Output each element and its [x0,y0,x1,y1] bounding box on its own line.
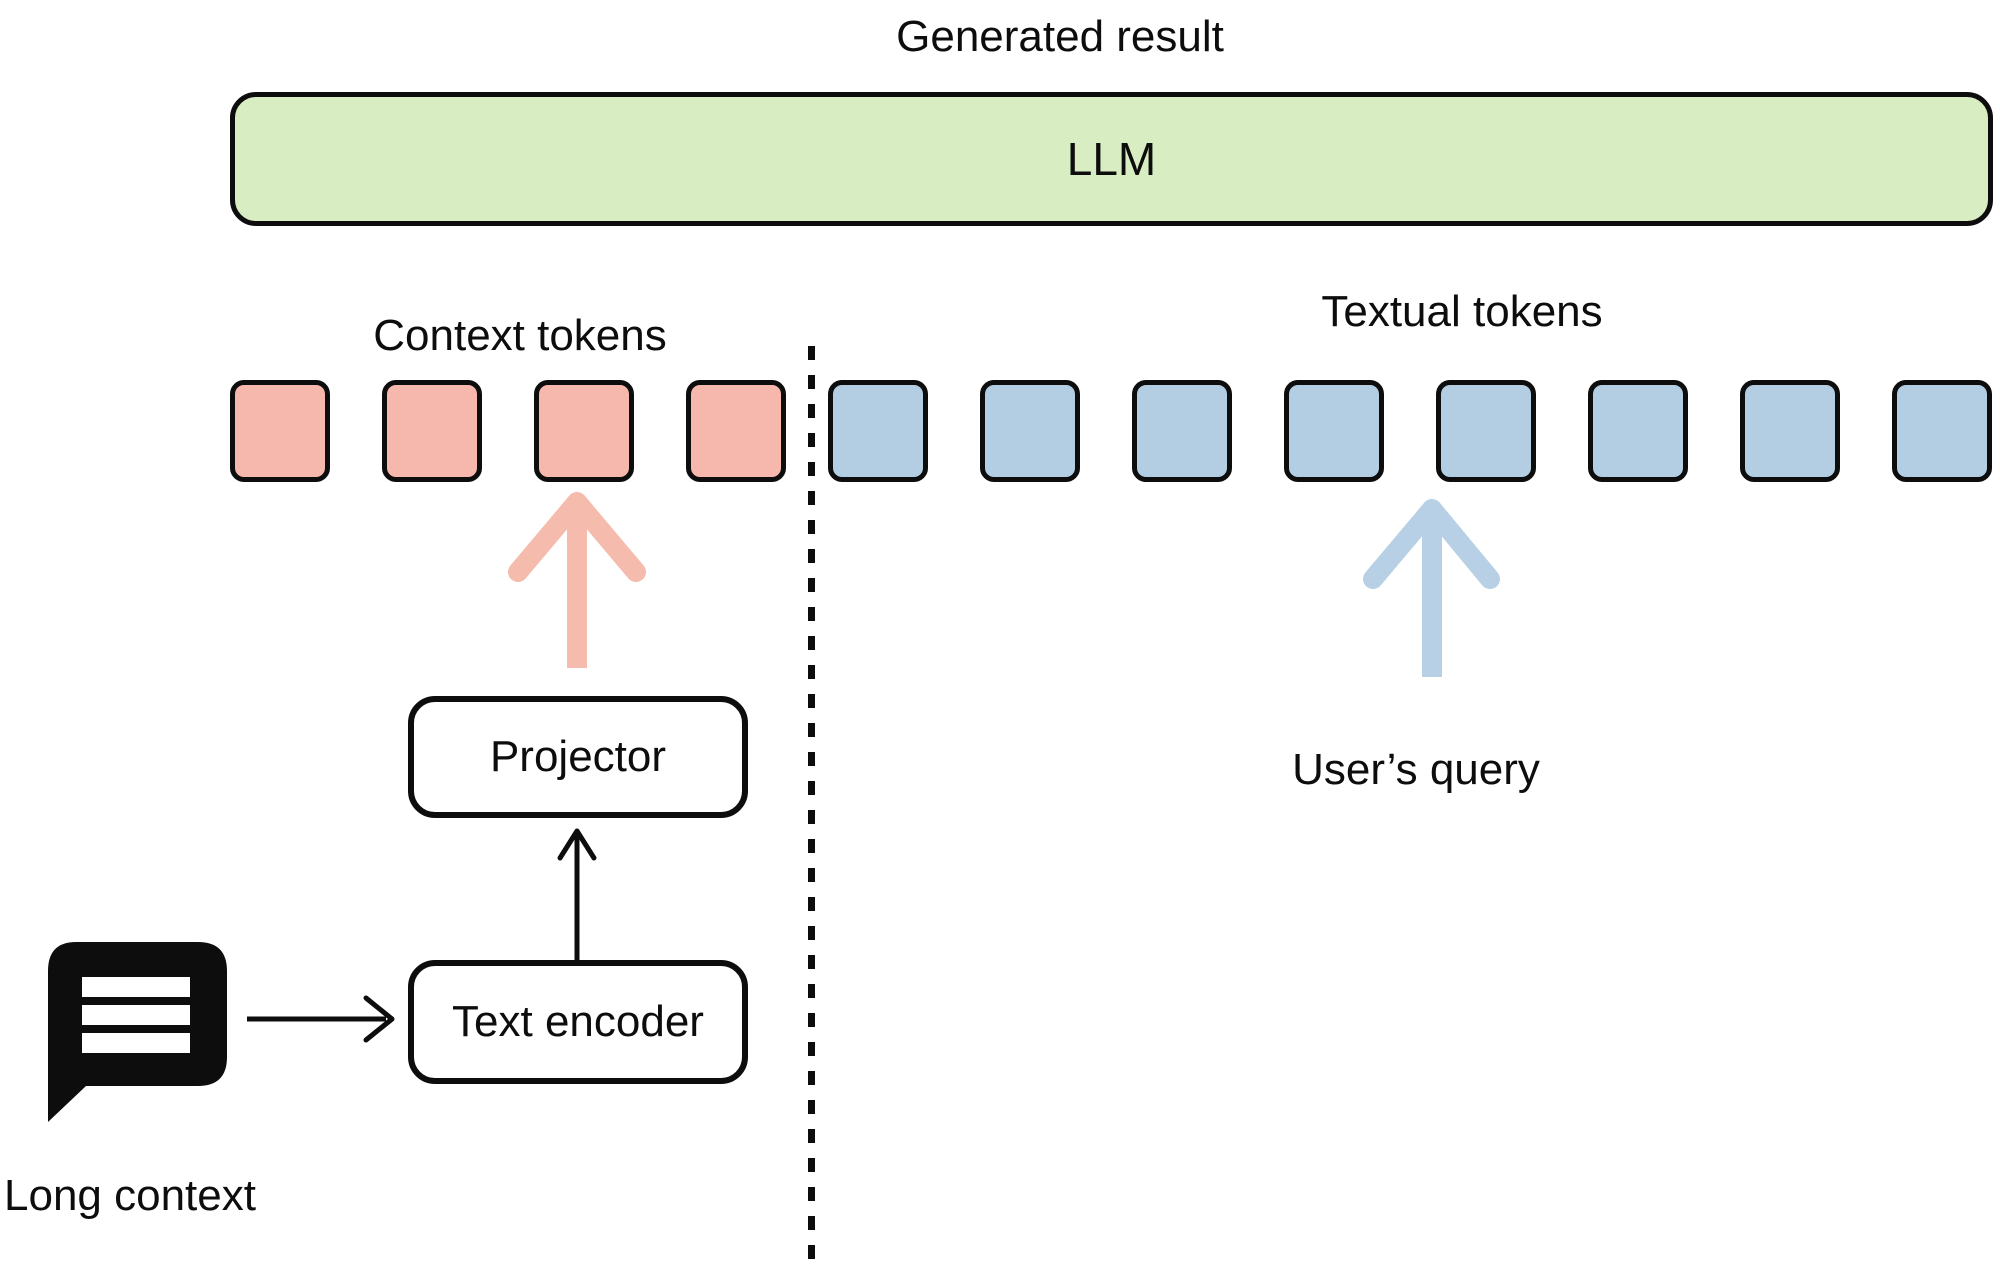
users-query-label: User’s query [1292,745,1540,794]
users-query-arrow-up-icon [1363,499,1500,677]
projector-label: Projector [489,732,667,781]
context-token-row [230,380,786,482]
textual-token [1588,380,1688,482]
context-token [534,380,634,482]
textual-token [1740,380,1840,482]
context-token [230,380,330,482]
encoder-to-projector-arrow-icon [557,828,597,960]
text-encoder-box: Text encoder [408,960,748,1084]
textual-token [1132,380,1232,482]
textual-token [1892,380,1992,482]
textual-token-row [828,380,1992,482]
textual-token [980,380,1080,482]
long-context-label: Long context [4,1171,256,1220]
textual-token [1436,380,1536,482]
context-tokens-label: Context tokens [373,311,667,360]
context-token [686,380,786,482]
llm-box: LLM [230,92,1993,226]
textual-tokens-label: Textual tokens [1321,287,1603,336]
context-token [382,380,482,482]
llm-label: LLM [1066,133,1157,185]
textual-token [1284,380,1384,482]
projector-box: Projector [408,696,748,818]
context-arrow-up-icon [508,492,646,668]
textual-token [828,380,928,482]
generated-result-label: Generated result [896,12,1224,61]
context-to-encoder-arrow-icon [247,995,395,1043]
text-encoder-label: Text encoder [452,997,704,1046]
speech-bubble-icon [48,942,227,1122]
